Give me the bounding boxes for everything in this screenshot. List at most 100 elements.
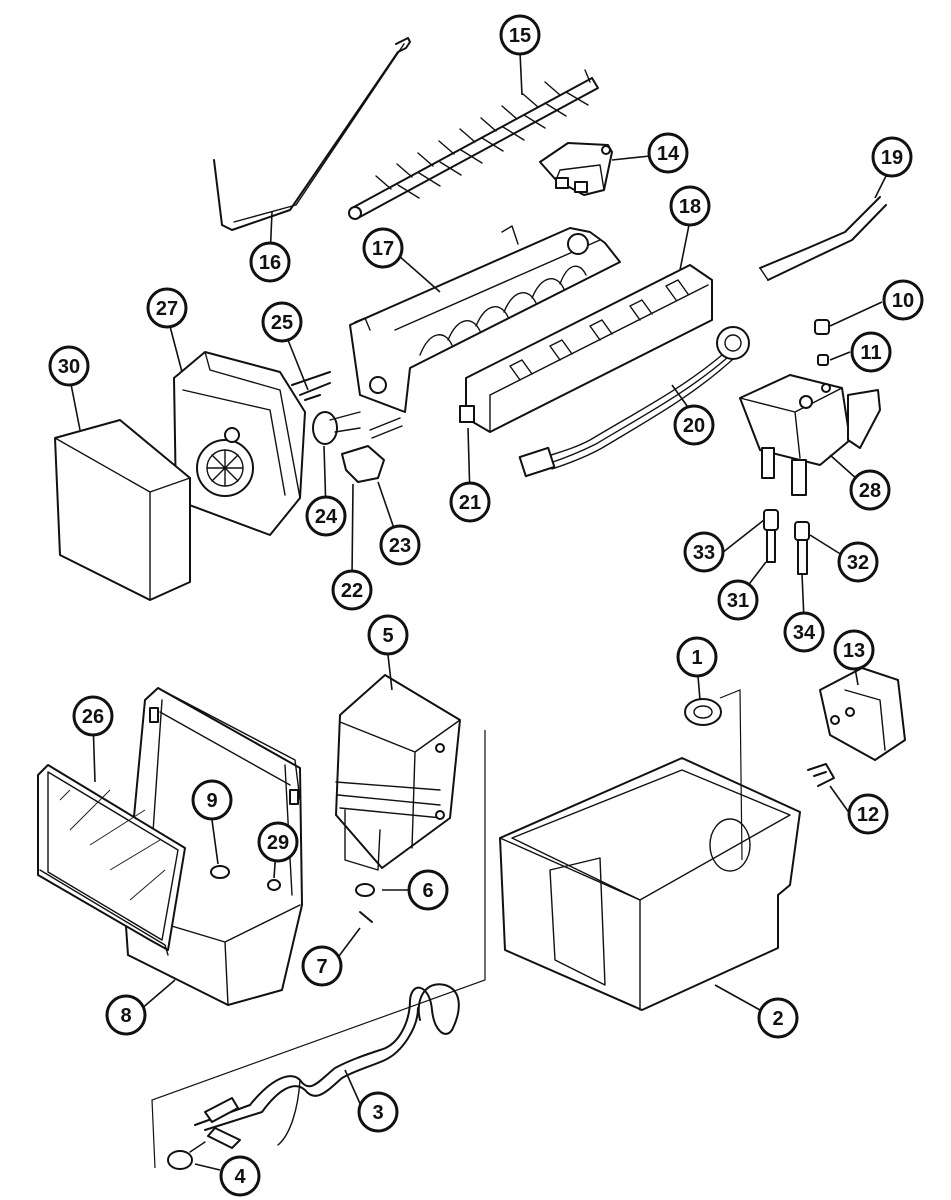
callout-10: 10 (882, 279, 924, 321)
part-14-thermostat (539, 142, 613, 196)
part-4-coupler (167, 1141, 206, 1170)
callout-3: 3 (357, 1091, 399, 1133)
callout-29: 29 (257, 821, 299, 863)
part-24-motor-gear (312, 411, 403, 445)
callout-15: 15 (499, 14, 541, 56)
callout-label: 1 (691, 647, 702, 669)
part-6-nut (355, 883, 375, 897)
callout-2: 2 (757, 997, 799, 1039)
callout-circle (407, 869, 449, 911)
callout-circle (301, 945, 343, 987)
callout-1: 1 (676, 636, 718, 678)
callout-label: 16 (259, 252, 281, 274)
callout-circle (647, 132, 689, 174)
callout-label: 27 (156, 298, 178, 320)
callout-label: 12 (857, 804, 879, 826)
part-3-auger (194, 983, 460, 1149)
callout-13: 13 (833, 629, 875, 671)
callout-circle (331, 569, 373, 611)
callout-20: 20 (673, 404, 715, 446)
callout-label: 30 (58, 356, 80, 378)
callout-24: 24 (305, 495, 347, 537)
callout-circle (757, 997, 799, 1039)
part-1-bushing (684, 698, 722, 726)
callout-circle (362, 227, 404, 269)
callout-label: 33 (693, 542, 715, 564)
callout-circle (683, 531, 725, 573)
callout-25: 25 (261, 301, 303, 343)
callout-layer: 1234567891011121314151617181920212223242… (48, 14, 924, 1197)
callout-8: 8 (105, 994, 147, 1036)
callout-circle (837, 541, 879, 583)
callout-7: 7 (301, 945, 343, 987)
callout-label: 24 (315, 506, 338, 528)
callout-12: 12 (847, 793, 889, 835)
callout-circle (847, 793, 889, 835)
callout-circle (871, 136, 913, 178)
callout-label: 32 (847, 552, 869, 574)
callout-17: 17 (362, 227, 404, 269)
callout-label: 3 (372, 1102, 383, 1124)
callout-label: 5 (382, 625, 393, 647)
callout-6: 6 (407, 869, 449, 911)
callout-label: 21 (459, 492, 481, 514)
part-32-34-fitting (794, 521, 810, 575)
callout-4: 4 (219, 1155, 261, 1197)
part-12-clip (807, 763, 835, 787)
part-17-mold (349, 225, 621, 413)
callout-circle (257, 821, 299, 863)
callout-circle (357, 1091, 399, 1133)
callout-label: 11 (860, 342, 881, 364)
callout-circle (833, 629, 875, 671)
callout-circle (191, 779, 233, 821)
part-29-clip (267, 879, 281, 891)
callout-label: 29 (267, 832, 289, 854)
part-11-washer (817, 354, 829, 366)
part-2-housing (499, 689, 801, 1011)
callout-circle (850, 331, 892, 373)
part-30-cover (54, 419, 191, 601)
callout-circle (219, 1155, 261, 1197)
assembly-line-bucket (151, 730, 486, 1169)
part-23-lever (341, 445, 385, 483)
callout-label: 2 (772, 1008, 783, 1030)
callout-circle (146, 287, 188, 329)
callout-22: 22 (331, 569, 373, 611)
part-19-fill-tube (759, 196, 887, 281)
callout-26: 26 (72, 695, 114, 737)
callout-circle (882, 279, 924, 321)
callout-circle (72, 695, 114, 737)
callout-label: 14 (657, 143, 680, 165)
callout-32: 32 (837, 541, 879, 583)
callout-circle (249, 241, 291, 283)
part-26-front-panel (37, 764, 186, 956)
callout-label: 18 (679, 196, 701, 218)
part-15-ejector (348, 69, 599, 220)
callout-11: 11 (850, 331, 892, 373)
callout-circle (669, 185, 711, 227)
callout-16: 16 (249, 241, 291, 283)
part-16-shutoff-arm (213, 37, 411, 231)
part-28-water-valve (739, 374, 881, 496)
callout-18: 18 (669, 185, 711, 227)
part-7-pin (359, 911, 373, 923)
part-13-auger-motor (819, 667, 906, 761)
part-10-cap (814, 319, 830, 335)
callout-circle (783, 611, 825, 653)
callout-label: 34 (793, 622, 816, 644)
callout-27: 27 (146, 287, 188, 329)
callout-label: 6 (422, 880, 433, 902)
callout-31: 31 (717, 579, 759, 621)
callout-14: 14 (647, 132, 689, 174)
callout-34: 34 (783, 611, 825, 653)
callout-9: 9 (191, 779, 233, 821)
callout-28: 28 (849, 469, 891, 511)
callout-label: 19 (881, 147, 903, 169)
callout-label: 22 (341, 580, 363, 602)
callout-label: 10 (892, 290, 914, 312)
callout-label: 31 (727, 590, 749, 612)
callout-circle (449, 481, 491, 523)
callout-label: 23 (389, 535, 411, 557)
callout-label: 17 (372, 238, 394, 260)
callout-circle (367, 614, 409, 656)
